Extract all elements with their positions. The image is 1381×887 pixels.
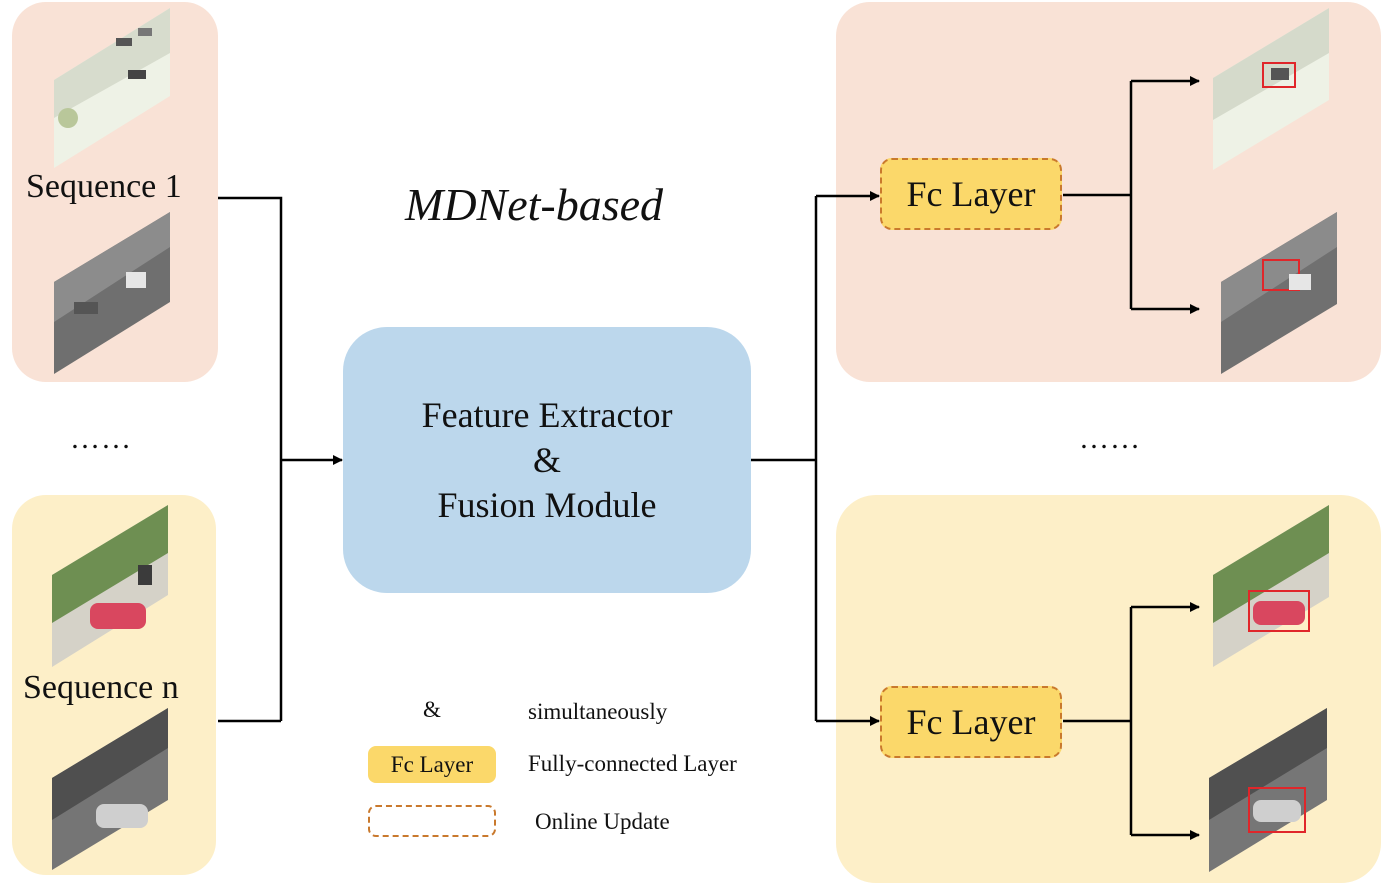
legend-amp-desc: simultaneously [528, 699, 668, 724]
legend-fc-symbol: Fc Layer [368, 746, 496, 783]
output-n-rgb-frame [1213, 505, 1329, 667]
legend-online-update-symbol [368, 805, 496, 837]
output-n-thermal-frame [1209, 708, 1327, 872]
fc-layer-1: Fc Layer [880, 158, 1062, 230]
legend-fc-desc: Fully-connected Layer [528, 751, 737, 776]
output-1-rgb-frame [1213, 8, 1329, 170]
fc-layer-n: Fc Layer [880, 686, 1062, 758]
ellipsis-right: …… [1079, 422, 1141, 455]
extractor-line-2: & [532, 439, 561, 480]
legend-amp-symbol: & [423, 697, 441, 722]
ellipsis-left: …… [70, 422, 132, 455]
diagram-title: MDNet-based [405, 179, 664, 230]
sequence-1-rgb-frame [54, 8, 170, 168]
sequence-1-label: Sequence 1 [26, 168, 182, 205]
fc-n-output-line [1063, 607, 1133, 835]
sequence-n-rgb-frame [52, 505, 168, 667]
sequence-n-thermal-frame [52, 708, 168, 870]
extractor-line-3: Fusion Module [437, 484, 657, 525]
feature-extractor-fusion-module: Feature Extractor & Fusion Module [343, 327, 751, 593]
sequence-1-connector [218, 196, 283, 721]
sequence-n-label: Sequence n [23, 669, 179, 706]
legend-dash-desc: Online Update [535, 809, 670, 834]
sequence-1-thermal-frame [54, 212, 170, 374]
fc-1-output-line [1063, 81, 1133, 309]
extractor-line-1: Feature Extractor [421, 394, 673, 435]
output-1-thermal-frame [1221, 212, 1337, 374]
